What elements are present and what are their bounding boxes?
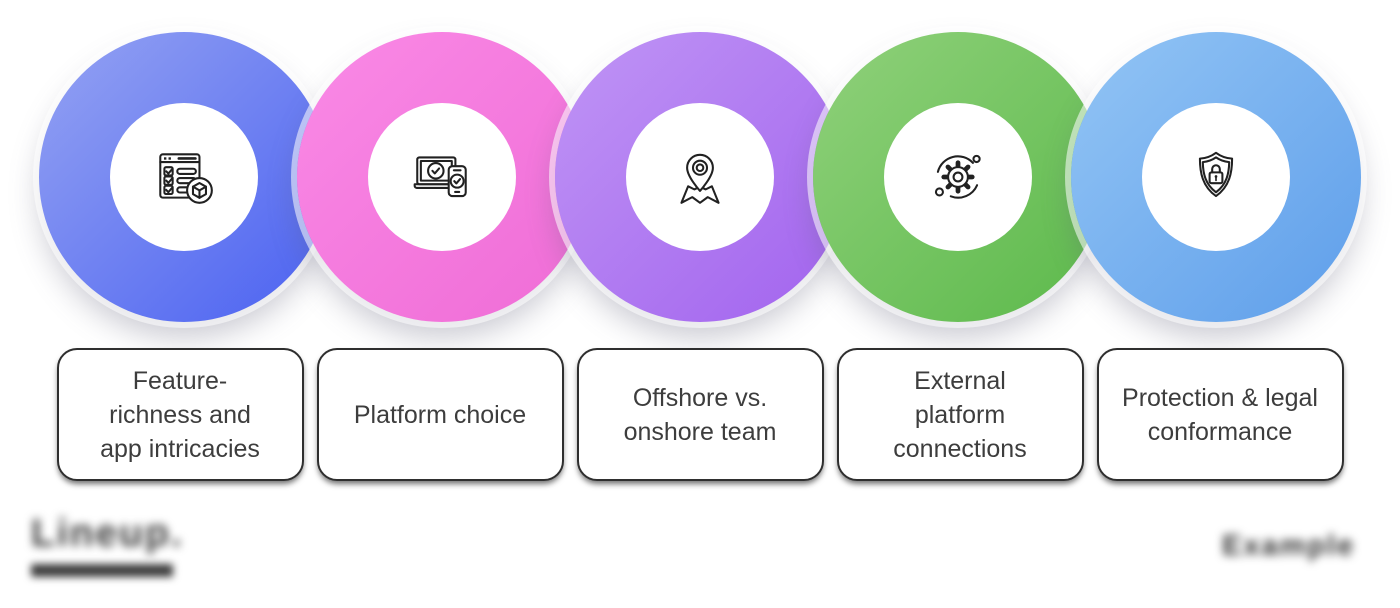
devices-check-icon <box>413 156 467 198</box>
shield-lock-icon <box>1198 151 1234 198</box>
step-card-protection-legal: Protection & legal conformance <box>1096 348 1344 481</box>
step-label: Platform choice <box>353 400 527 429</box>
map-location-pin-icon <box>680 153 720 204</box>
inner-circle <box>626 103 774 251</box>
inner-circle <box>884 103 1032 251</box>
step-label: Offshore vs. onshore team <box>623 383 777 446</box>
step-circle-offshore-onshore <box>555 32 845 322</box>
step-circle-platform-choice <box>297 32 587 322</box>
step-card-external-connections: External platform connections <box>836 348 1084 481</box>
brand-logo-underline <box>31 564 173 577</box>
step-label: Protection & legal conformance <box>1122 383 1318 446</box>
process-circles-row <box>0 32 1400 322</box>
step-label: External platform connections <box>893 366 1027 463</box>
step-labels-row: Feature- richness and app intricacies Pl… <box>0 348 1400 481</box>
watermark-blurred: Example <box>1222 530 1356 562</box>
brand-logo-text: Lineup. <box>31 512 184 555</box>
step-circle-feature-richness <box>39 32 329 322</box>
inner-circle <box>368 103 516 251</box>
step-circle-external-connections <box>813 32 1103 322</box>
step-circle-protection-legal <box>1071 32 1361 322</box>
step-card-feature-richness: Feature- richness and app intricacies <box>56 348 304 481</box>
gear-orbit-icon <box>934 154 981 199</box>
step-card-platform-choice: Platform choice <box>316 348 564 481</box>
brand-logo-blurred: Lineup. <box>31 512 184 577</box>
inner-circle <box>1142 103 1290 251</box>
step-card-offshore-onshore: Offshore vs. onshore team <box>576 348 824 481</box>
step-label: Feature- richness and app intricacies <box>100 366 260 463</box>
inner-circle <box>110 103 258 251</box>
checklist-cube-icon <box>159 153 213 204</box>
